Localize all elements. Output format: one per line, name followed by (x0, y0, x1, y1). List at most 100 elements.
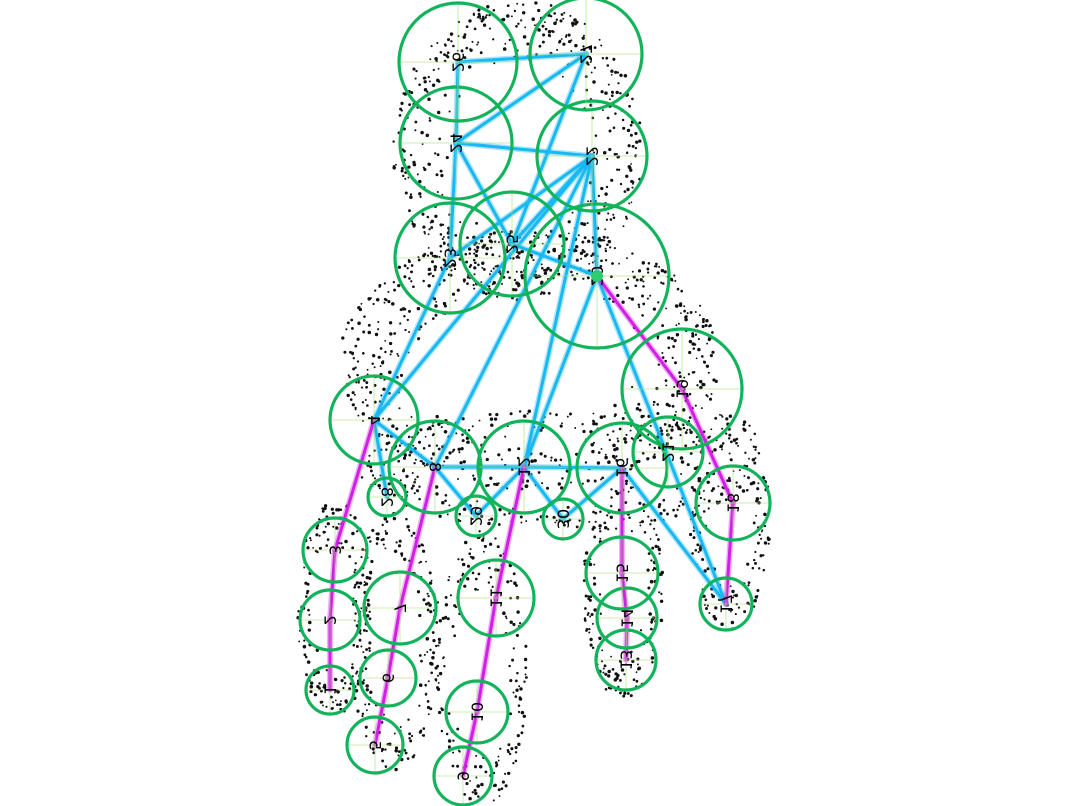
cloud-point (533, 231, 537, 235)
cloud-point (419, 560, 423, 563)
cloud-point (383, 282, 387, 285)
cloud-point (708, 324, 712, 327)
cloud-point (387, 290, 390, 293)
cloud-point (711, 331, 714, 334)
cloud-point (365, 609, 368, 612)
cloud-point (379, 474, 382, 477)
joint-label: 25 (503, 234, 522, 254)
cloud-point (634, 131, 638, 136)
cloud-point (729, 585, 732, 588)
cloud-point (589, 200, 592, 203)
cloud-point (703, 569, 707, 573)
link-22-8 (433, 154, 594, 469)
cloud-point (396, 449, 400, 453)
cloud-point (710, 392, 713, 396)
cloud-point (587, 63, 590, 66)
cloud-point (593, 66, 597, 69)
cloud-point (378, 283, 382, 287)
cloud-point (520, 710, 525, 715)
cloud-point (365, 629, 368, 633)
cloud-point (671, 356, 674, 360)
cloud-point (362, 628, 366, 632)
cloud-point (710, 593, 713, 596)
cloud-point (436, 190, 439, 194)
cloud-point (437, 447, 441, 451)
cloud-point (473, 248, 476, 251)
cloud-point (472, 474, 475, 477)
cloud-point (424, 435, 427, 438)
cloud-point (695, 325, 698, 328)
cloud-point (624, 479, 629, 483)
cloud-point (336, 703, 339, 706)
cloud-point (578, 519, 581, 522)
cloud-point (719, 413, 721, 416)
cloud-point (418, 497, 421, 501)
cloud-point (591, 253, 594, 256)
cloud-point (594, 511, 598, 515)
cloud-point (537, 8, 541, 13)
cloud-point (504, 772, 507, 775)
cloud-point (418, 704, 421, 707)
cloud-point (353, 571, 356, 574)
cloud-point (331, 706, 334, 710)
cloud-point (543, 454, 547, 458)
cloud-point (705, 607, 708, 610)
cloud-point (606, 64, 610, 67)
cloud-point (688, 350, 692, 355)
cloud-point (454, 234, 458, 237)
joint-label: 12 (515, 457, 534, 477)
cloud-point (676, 508, 679, 511)
cloud-point (468, 65, 472, 69)
cloud-point (351, 663, 354, 666)
cloud-point (398, 114, 402, 117)
cloud-point (473, 261, 477, 265)
cloud-point (541, 482, 544, 485)
cloud-point (516, 254, 519, 257)
cloud-point (711, 487, 716, 491)
cloud-point (449, 594, 452, 597)
cloud-point (399, 725, 402, 729)
cloud-point (599, 612, 602, 615)
cloud-point (635, 278, 639, 282)
cloud-point (504, 42, 507, 45)
cloud-point (679, 456, 684, 460)
cloud-point (591, 449, 595, 454)
cloud-point (354, 562, 357, 565)
cloud-point (503, 513, 506, 516)
cloud-point (692, 536, 696, 540)
cloud-point (549, 268, 553, 272)
cloud-point (355, 672, 358, 675)
cloud-point (635, 140, 639, 144)
cloud-point (501, 282, 503, 285)
cloud-point (602, 151, 607, 155)
cloud-point (502, 47, 507, 51)
cloud-point (371, 362, 374, 366)
joint-label: 30 (554, 509, 573, 529)
cloud-point (313, 693, 317, 697)
cloud-point (609, 246, 612, 249)
cloud-point (483, 544, 487, 548)
cloud-point (431, 254, 434, 258)
cloud-point (754, 448, 757, 451)
cloud-point (508, 512, 511, 515)
cloud-point (486, 483, 490, 487)
cloud-point (591, 240, 595, 244)
cloud-point (625, 286, 629, 290)
cloud-point (683, 376, 686, 379)
cloud-point (504, 615, 507, 618)
cloud-point (467, 247, 472, 251)
cloud-point (602, 235, 606, 239)
cloud-point (509, 579, 512, 582)
cloud-point (505, 617, 508, 620)
cloud-point (593, 526, 596, 529)
cloud-point (463, 540, 468, 545)
cloud-point (686, 429, 689, 431)
cloud-point (434, 313, 438, 317)
cloud-point (598, 527, 601, 530)
cloud-point (756, 588, 760, 593)
cloud-point (408, 277, 411, 280)
cloud-point (552, 515, 556, 520)
cloud-point (392, 280, 396, 284)
cloud-point (446, 55, 450, 59)
